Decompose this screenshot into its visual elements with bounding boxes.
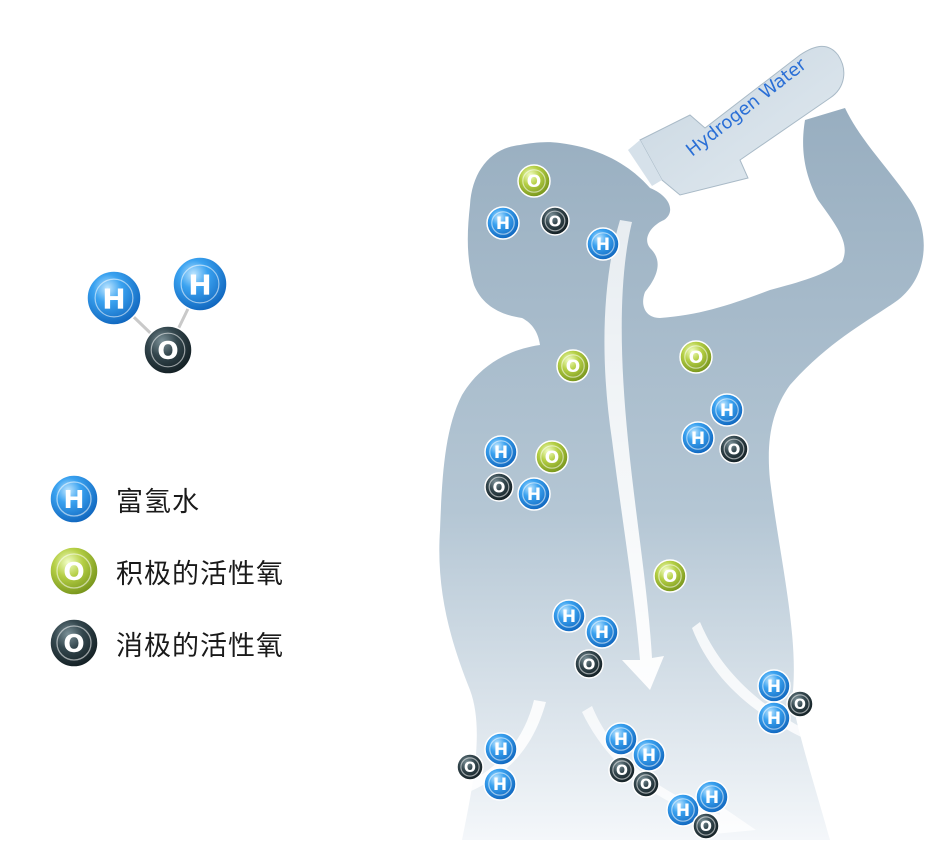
hydrogen-atom-icon: H [483, 767, 517, 801]
atom-symbol: H [767, 677, 781, 697]
atom-symbol: O [545, 448, 559, 468]
atom-symbol: H [642, 746, 656, 766]
hydrogen-atom-icon: H [517, 477, 551, 511]
svg-text:O: O [63, 557, 84, 586]
atom-symbol: H [493, 775, 507, 795]
flow-arrow-icon [416, 700, 546, 810]
negative-oxygen-atom-icon: O [484, 472, 514, 502]
negative-oxygen-atom-icon: O [786, 690, 814, 718]
legend-item-hydrogen: H 富氢水 [46, 463, 284, 535]
hydrogen-atom-icon: H [681, 421, 715, 455]
atom-symbol: H [496, 214, 510, 234]
flow-arrow-icon [604, 220, 664, 690]
atom-symbol: O [583, 655, 596, 673]
atom-symbol: O [728, 440, 741, 458]
atom-symbol: O [549, 212, 562, 230]
atom-symbol: H [676, 801, 690, 821]
hydrogen-atom-icon: H [757, 701, 791, 735]
active-oxygen-atom-icon: O [49, 546, 99, 596]
atom-symbol: H [595, 623, 609, 643]
atom-symbol: H [614, 730, 628, 750]
hydrogen-atom-icon: H [757, 669, 791, 703]
hydrogen-atom-icon: H [484, 435, 518, 469]
svg-text:O: O [63, 629, 84, 658]
flow-arrow-icon [692, 622, 870, 760]
active-oxygen-atom-icon: O [679, 340, 713, 374]
negative-oxygen-atom-icon: O [608, 756, 636, 784]
negative-oxygen-atom-icon: O [540, 206, 570, 236]
atom-symbol: H [188, 268, 211, 301]
atom-symbol: O [493, 478, 506, 496]
hydrogen-atom-icon: H [484, 732, 518, 766]
legend-label-active-oxygen: 积极的活性氧 [116, 558, 284, 590]
hydrogen-atom-icon: H [695, 780, 729, 814]
hydrogen-atom-icon: H [585, 615, 619, 649]
legend-item-negative-oxygen: O 消极的活性氧 [46, 607, 284, 679]
svg-text:H: H [64, 485, 85, 514]
hydrogen-atom-icon: H [86, 270, 142, 326]
atom-symbol: O [663, 567, 677, 587]
active-oxygen-atom-icon: O [556, 349, 590, 383]
bottle [628, 45, 845, 196]
atom-symbol: O [616, 763, 628, 779]
atom-symbol: H [494, 443, 508, 463]
negative-oxygen-atom-icon: O [143, 325, 193, 375]
active-oxygen-atom-icon: O [653, 559, 687, 593]
atom-symbol: O [640, 777, 652, 793]
atom-symbol: O [527, 172, 541, 192]
atom-symbol: H [494, 740, 508, 760]
legend-item-active-oxygen: O 积极的活性氧 [46, 535, 284, 607]
legend-label-hydrogen: 富氢水 [116, 486, 200, 518]
atom-symbol: O [689, 348, 703, 368]
legend-label-negative-oxygen: 消极的活性氧 [116, 630, 284, 662]
atom-symbol: H [596, 235, 610, 255]
atom-symbol: O [464, 760, 476, 776]
atom-symbol: O [794, 697, 806, 713]
legend: H 富氢水 O 积极的活性氧 O 消极的活性氧 [46, 463, 284, 679]
atom-symbol: H [691, 429, 705, 449]
hydrogen-atom-icon: H [666, 793, 700, 827]
atom-symbol: H [720, 401, 734, 421]
negative-oxygen-atom-icon: O [574, 649, 604, 679]
negative-oxygen-atom-icon: O [456, 753, 484, 781]
negative-oxygen-atom-icon: O [719, 434, 749, 464]
atom-symbol: H [562, 607, 576, 627]
person-silhouette [439, 108, 924, 840]
hydrogen-atom-icon: H [49, 474, 99, 524]
atom-symbol: H [102, 282, 125, 315]
atom-symbol: H [527, 485, 541, 505]
hydrogen-atom-icon: H [172, 256, 228, 312]
negative-oxygen-atom-icon: O [632, 770, 660, 798]
hydrogen-atom-icon: H [552, 599, 586, 633]
hydrogen-atom-icon: H [586, 227, 620, 261]
atom-symbol: O [566, 357, 580, 377]
flow-arrow-icon [582, 706, 756, 834]
negative-oxygen-atom-icon: O [692, 812, 720, 840]
hydrogen-atom-icon: H [604, 722, 638, 756]
atom-symbol: H [705, 788, 719, 808]
atom-symbol: O [700, 819, 712, 835]
atom-symbol: H [767, 709, 781, 729]
active-oxygen-atom-icon: O [517, 164, 551, 198]
hydrogen-atom-icon: H [632, 738, 666, 772]
hydrogen-atom-icon: H [710, 393, 744, 427]
hydrogen-atom-icon: H [486, 206, 520, 240]
negative-oxygen-atom-icon: O [49, 618, 99, 668]
atom-symbol: O [157, 336, 178, 365]
active-oxygen-atom-icon: O [535, 440, 569, 474]
